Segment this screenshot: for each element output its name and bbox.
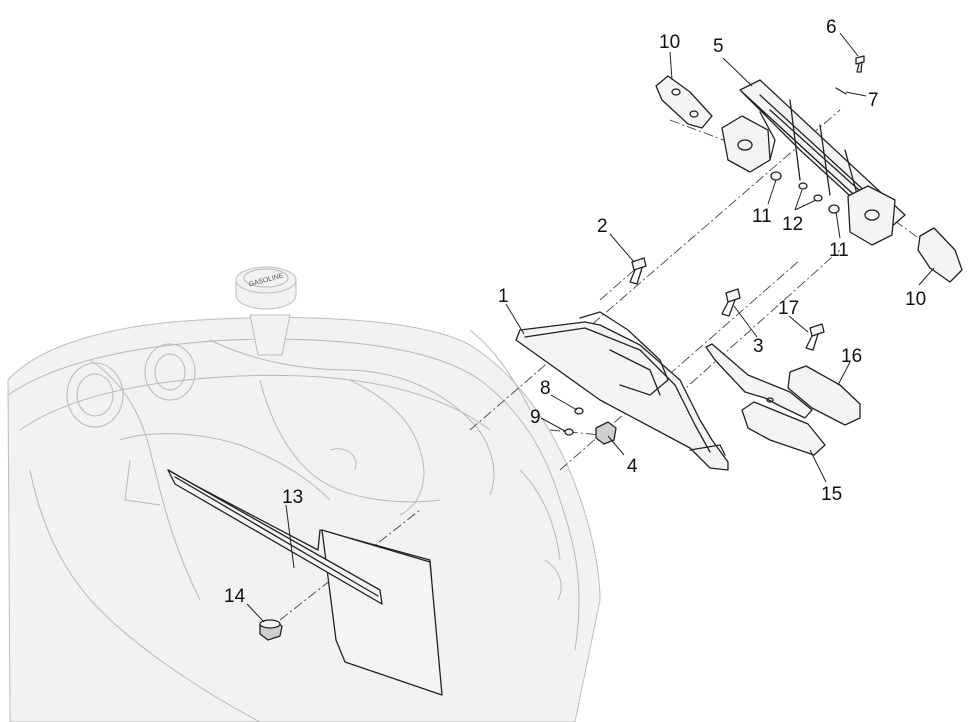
part-7-screw — [835, 87, 847, 95]
part-11-washer-left — [770, 171, 782, 181]
callout-4: 4 — [627, 456, 638, 477]
part-3-screw — [721, 288, 741, 317]
callout-15: 15 — [821, 484, 842, 505]
callout-2: 2 — [597, 216, 608, 237]
callout-3: 3 — [753, 336, 764, 357]
callout-11-right: 11 — [829, 240, 849, 261]
part-16-reflector — [787, 365, 861, 426]
part-14-grommet — [259, 619, 283, 641]
part-10-rubber-pad-left — [655, 75, 713, 129]
part-10-rubber-pad-right — [917, 227, 963, 283]
callout-11-left: 11 — [752, 206, 772, 227]
callout-6: 6 — [826, 17, 837, 38]
part-8-nut — [574, 407, 584, 415]
callout-17: 17 — [778, 298, 799, 319]
callout-13: 13 — [282, 487, 303, 508]
scooter-rear-body-outline — [7, 317, 601, 722]
callout-1: 1 — [498, 286, 509, 307]
callout-labels: 1 2 3 4 5 6 7 8 9 10 10 11 11 12 13 14 1… — [224, 17, 926, 607]
fuel-filler-cap: GASOLINE — [235, 266, 297, 356]
part-13-inner-panel — [167, 469, 443, 696]
part-11-washer-right — [828, 204, 840, 214]
part-17-screw — [805, 323, 825, 351]
part-4-clip — [595, 421, 617, 445]
part-2-screw — [629, 257, 647, 285]
callout-12: 12 — [782, 214, 803, 235]
callout-10-bottom: 10 — [905, 289, 926, 310]
part-6-screw — [855, 55, 865, 73]
callout-7: 7 — [868, 90, 879, 111]
callout-14: 14 — [224, 586, 246, 607]
callout-10-top: 10 — [659, 32, 680, 53]
part-1-plate-housing — [515, 311, 729, 471]
callout-16: 16 — [841, 346, 862, 367]
callout-8: 8 — [540, 378, 551, 399]
part-5-plate-bracket — [721, 79, 906, 246]
part-15-reflector-bracket — [705, 343, 826, 456]
callout-5: 5 — [713, 36, 724, 57]
leader-lines — [246, 32, 935, 623]
part-9-pin — [564, 428, 574, 436]
callout-9: 9 — [530, 407, 541, 428]
part-12-nut-left — [798, 182, 808, 190]
part-12-nut-right — [813, 194, 823, 202]
